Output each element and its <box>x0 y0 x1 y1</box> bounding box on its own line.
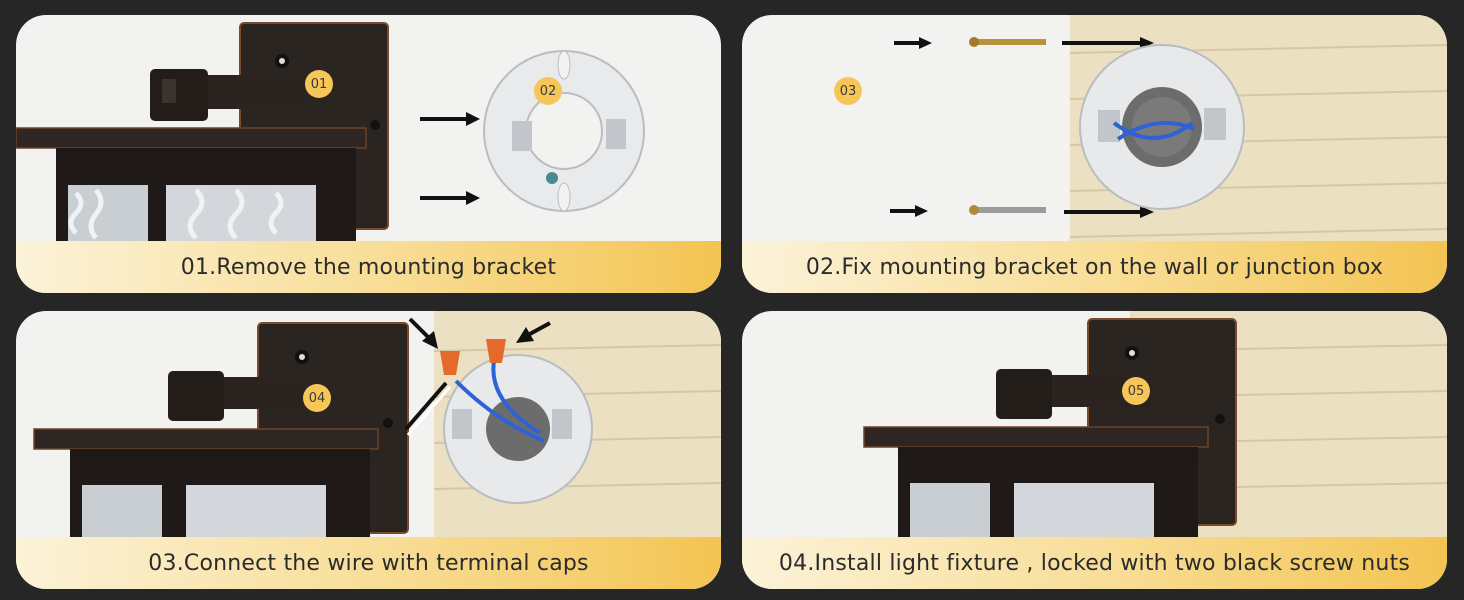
step-badge: 01 <box>305 70 333 98</box>
step-badge: 02 <box>534 77 562 105</box>
step-3-panel: 04 03.Connect the wire with terminal cap… <box>16 311 721 589</box>
step-badge: 03 <box>834 77 862 105</box>
step-badge: 04 <box>303 384 331 412</box>
step-3-caption: 03.Connect the wire with terminal caps <box>16 537 721 589</box>
step-1-caption: 01.Remove the mounting bracket <box>16 241 721 293</box>
step-4-caption: 04.Install light fixture , locked with t… <box>742 537 1447 589</box>
step-2-caption: 02.Fix mounting bracket on the wall or j… <box>742 241 1447 293</box>
step-2-panel: 03 02.Fix mounting bracket on the wall o… <box>742 15 1447 293</box>
step-badge: 05 <box>1122 377 1150 405</box>
lantern-and-bracket-illustration <box>16 22 645 242</box>
step-4-panel: 05 04.Install light fixture , locked wit… <box>742 311 1447 589</box>
step-1-panel: 01 02 01.Remove the mounting bracket <box>16 15 721 293</box>
